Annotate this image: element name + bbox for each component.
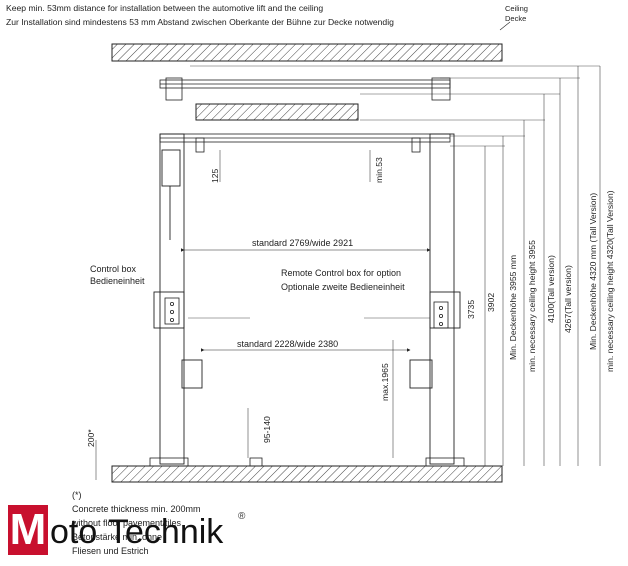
control-box-label-en: Control box [90,264,137,274]
footnote-line-4: Fliesen und Estrich [72,546,149,556]
footnote-marker: (*) [72,490,82,500]
height-dimensions [95,66,601,480]
ceil-4320-en: min. necessary ceiling height 4320(Tall … [605,190,615,372]
dim-min53: min.53 [374,157,384,183]
ceil-3955-en: min. necessary ceiling height 3955 [527,240,537,372]
width-dimensions [181,248,431,352]
ceiling-label-en: Ceiling [505,4,528,13]
remote-box-label-de: Optionale zweite Bedieneinheit [281,282,405,292]
ceiling-block [195,103,359,121]
dim-200: 200* [86,429,96,447]
remote-control-box [433,301,449,329]
control-box [164,297,180,325]
left-post [153,133,203,465]
ceil-3955-de: Min. Deckenhöhe 3955 mm [508,254,518,360]
floor-slab [111,465,503,483]
dim-4267: 4267(Tall version) [563,265,573,333]
control-box-label-de: Bedieneinheit [90,276,145,286]
header-note-en: Keep min. 53mm distance for installation… [6,3,324,13]
dim-max-1965: max.1965 [380,363,390,401]
right-post [409,133,461,465]
logo-registered: ® [238,511,246,522]
height-reference-lines [188,65,600,319]
dim-4100: 4100(Tall version) [546,255,556,323]
logo-word-a: oto [50,513,98,551]
remote-box-label-en: Remote Control box for option [281,268,402,278]
dim-standard-mid: standard 2228/wide 2380 [237,339,339,349]
logo-word-b: Technik [108,513,224,551]
footnote-line-1: Concrete thickness min. 200mm [72,504,201,514]
dim-3735: 3735 [466,299,476,319]
ceil-4320-de: Min. Deckenhöhe 4320 mm (Tall Version) [588,192,598,350]
ceiling-label-de: Decke [505,14,527,23]
footnote-line-3: Betonstärke min. ohne [72,532,163,542]
dim-3902: 3902 [486,292,496,312]
upper-crossbeam [159,133,451,153]
dim-95-140: 95-140 [262,416,272,443]
top-crossbeam-tall [159,77,451,101]
logo-letter: M [8,505,48,555]
dim-125: 125 [210,168,220,183]
header-note-de: Zur Installation sind mindestens 53 mm A… [6,17,394,27]
footnote-line-2: without floor pavement/tiles [72,518,182,528]
ceiling-slab [111,21,511,62]
dim-standard-top: standard 2769/wide 2921 [252,238,354,248]
base-feet [149,457,465,467]
